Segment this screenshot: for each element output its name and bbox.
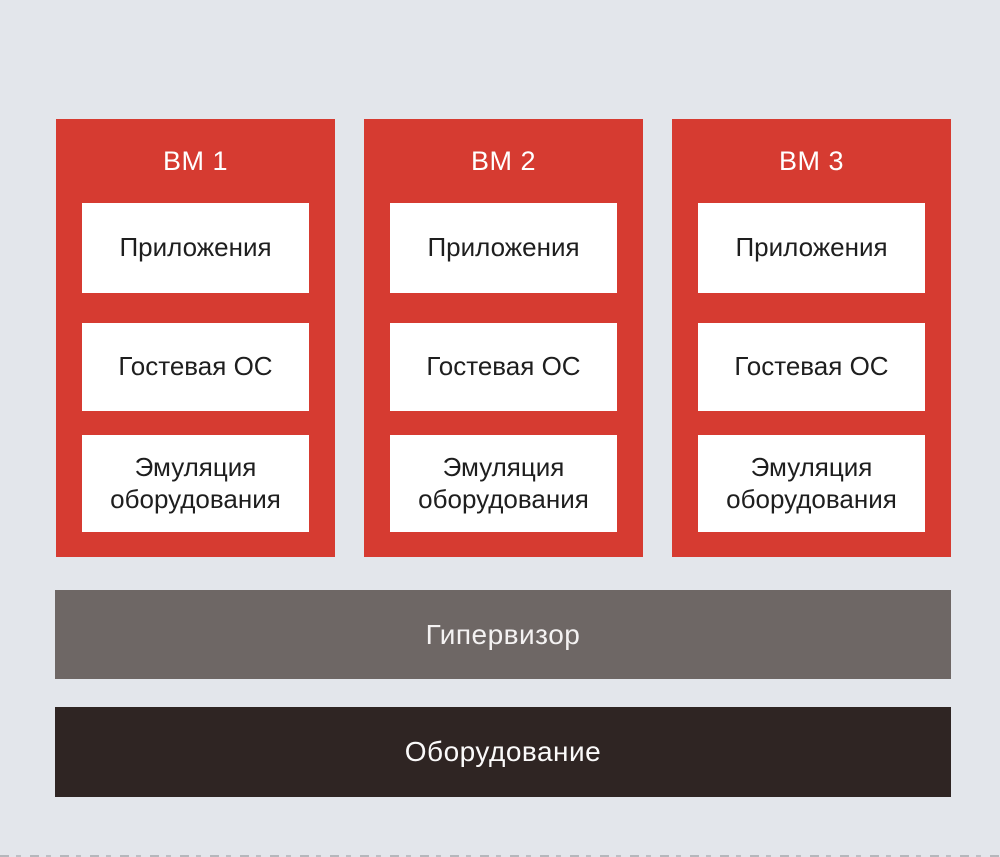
vm-panel-3: ВМ 3 Приложения Гостевая ОС Эмуляция обо… (672, 119, 951, 557)
hardware-bar: Оборудование (55, 707, 951, 797)
vm-1-applications-box: Приложения (82, 203, 309, 293)
vm-3-title: ВМ 3 (778, 145, 845, 176)
vm-3-guest-os-box: Гостевая ОС (698, 323, 925, 411)
vm-2-applications-box: Приложения (390, 203, 617, 293)
vm-2-title: ВМ 2 (470, 145, 537, 176)
hardware-label: Оборудование (404, 736, 602, 767)
vm-panel-2: ВМ 2 Приложения Гостевая ОС Эмуляция обо… (364, 119, 643, 557)
vm-1-title: ВМ 1 (162, 145, 229, 176)
vm-3-hardware-emulation-box: Эмуляция оборудования (698, 435, 925, 532)
vm-2-hardware-emulation-box: Эмуляция оборудования (390, 435, 617, 532)
vm-panel-1: ВМ 1 Приложения Гостевая ОС Эмуляция обо… (56, 119, 335, 557)
hypervisor-label: Гипервизор (425, 618, 581, 650)
vm-1-guest-os-box: Гостевая ОС (82, 323, 309, 411)
vm-2-guest-os-box: Гостевая ОС (390, 323, 617, 411)
vm-3-applications-box: Приложения (698, 203, 925, 293)
vm-1-hardware-emulation-box: Эмуляция оборудования (82, 435, 309, 532)
hypervisor-bar: Гипервизор (55, 590, 951, 679)
cutoff-text-artifact (0, 855, 1000, 857)
